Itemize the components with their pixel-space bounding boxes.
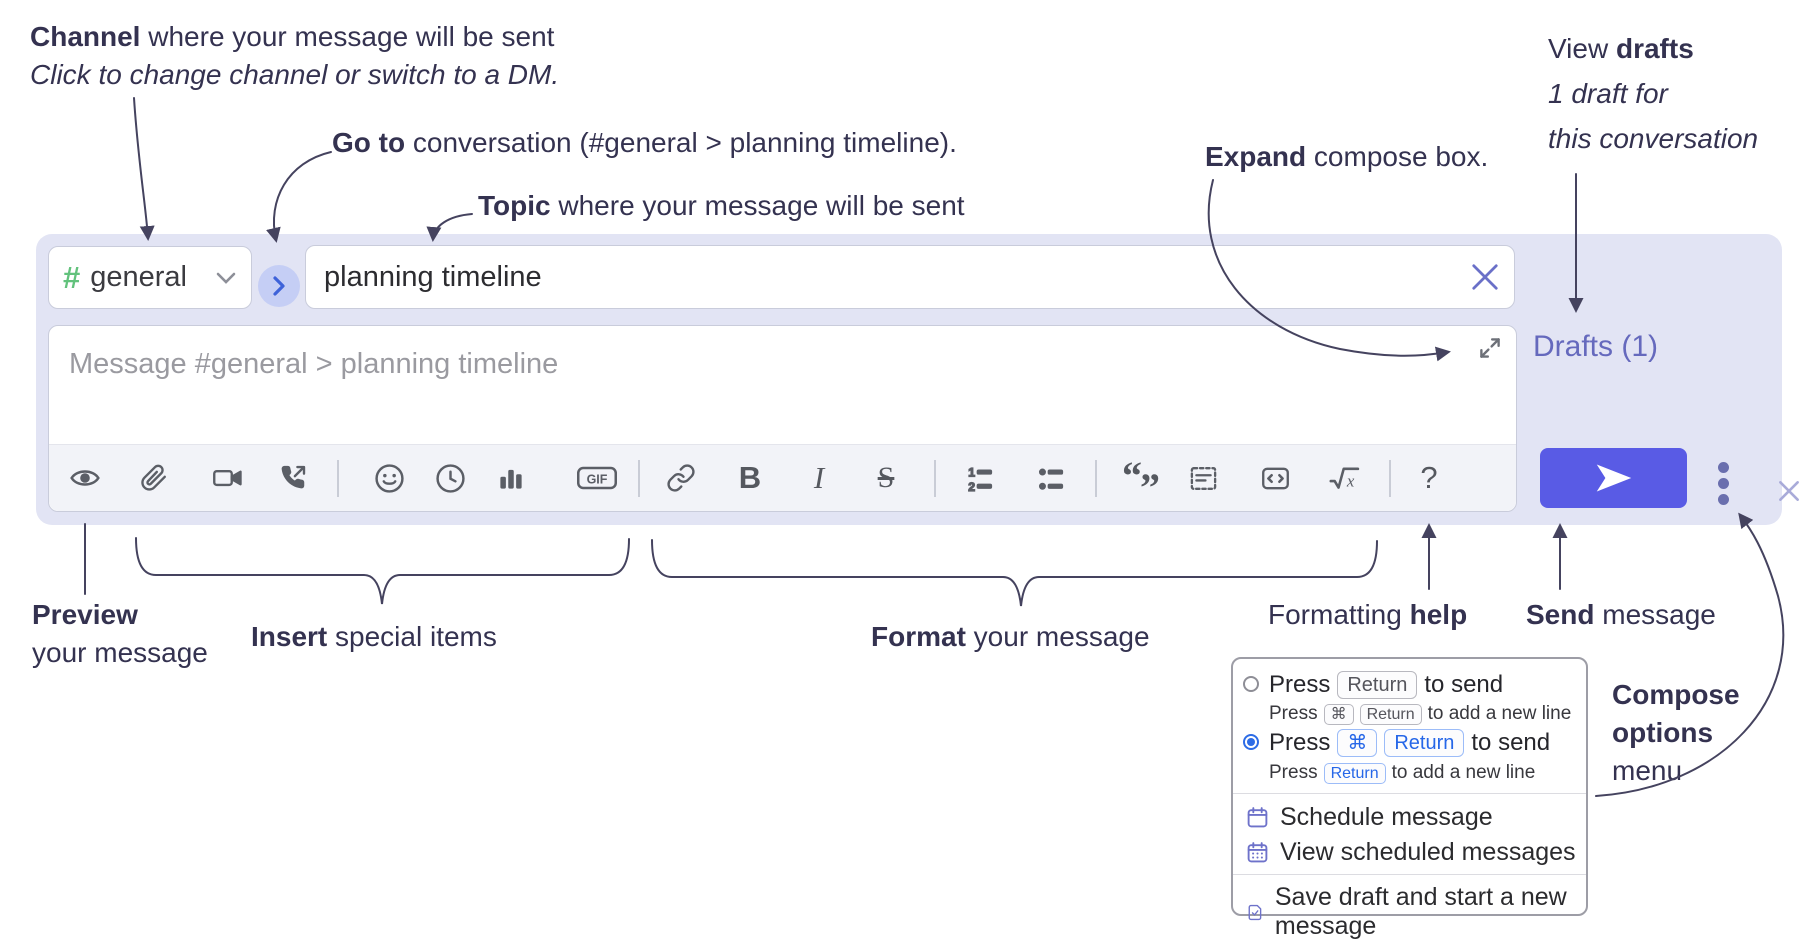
- compose-options-annotation: Compose options menu: [1612, 679, 1740, 786]
- calendar-dots-icon: [1247, 842, 1268, 863]
- goto-annotation: Go to conversation (#general > planning …: [332, 127, 957, 158]
- compose-toolbar: GIF B I S 1 2: [49, 444, 1516, 511]
- toolbar-divider: [1389, 460, 1391, 497]
- code-icon[interactable]: [1253, 456, 1297, 500]
- toolbar-divider: [1095, 460, 1097, 497]
- calendar-icon: [1247, 807, 1268, 828]
- chevron-down-icon: [216, 272, 236, 284]
- drafts-link[interactable]: Drafts (1): [1533, 330, 1659, 363]
- return-key: Return: [1323, 762, 1386, 784]
- send-icon: [1596, 464, 1631, 492]
- svg-text:x: x: [1346, 471, 1355, 490]
- clear-topic-icon[interactable]: [1470, 262, 1500, 292]
- gif-icon[interactable]: GIF: [571, 456, 623, 500]
- spoiler-icon[interactable]: [1181, 456, 1225, 500]
- strikethrough-icon[interactable]: S: [877, 461, 895, 494]
- channel-arrow: [133, 97, 155, 241]
- svg-text:1: 1: [968, 465, 975, 479]
- menu-divider: [1233, 874, 1586, 875]
- view-scheduled-messages-item[interactable]: View scheduled messages: [1246, 838, 1576, 867]
- send-button[interactable]: [1540, 448, 1687, 508]
- insert-brace: [135, 537, 630, 605]
- preview-icon[interactable]: [63, 456, 107, 500]
- toolbar-divider: [638, 460, 640, 497]
- radio-unselected-icon[interactable]: [1243, 676, 1259, 692]
- message-formatting-help-icon[interactable]: ?: [1420, 460, 1438, 495]
- return-key: Return: [1337, 671, 1418, 699]
- return-option-subtext: Press ⌘ Return to add a new line: [1269, 703, 1572, 725]
- italic-icon[interactable]: I: [813, 460, 825, 495]
- video-call-icon[interactable]: [206, 456, 250, 500]
- format-annotation: Format your message: [871, 621, 1150, 652]
- schedule-time-icon[interactable]: [428, 456, 472, 500]
- chevron-right-icon: [273, 276, 285, 296]
- topic-input[interactable]: [324, 246, 1454, 308]
- topic-annotation: Topic where your message will be sent: [478, 190, 965, 221]
- close-compose-icon[interactable]: [1776, 478, 1802, 504]
- quote-icon[interactable]: “ ”: [1122, 453, 1160, 510]
- message-input[interactable]: [49, 326, 1494, 442]
- view-drafts-annotation: View drafts 1 draft for this conversatio…: [1548, 33, 1759, 154]
- channel-annotation: Channel where your message will be sent …: [30, 21, 560, 90]
- save-draft-item[interactable]: Save draft and start a new message: [1246, 883, 1586, 941]
- cmd-return-to-send-option[interactable]: Press ⌘ Return to send: [1243, 729, 1550, 757]
- emoji-icon[interactable]: [367, 456, 411, 500]
- cmd-return-option-subtext: Press Return to add a new line: [1269, 762, 1536, 784]
- goto-arrow: [266, 151, 332, 243]
- menu-divider: [1233, 793, 1586, 794]
- insert-annotation: Insert special items: [251, 621, 497, 652]
- schedule-message-item[interactable]: Schedule message: [1246, 803, 1493, 832]
- send-annotation: Send message: [1526, 599, 1716, 630]
- compose-options-menu: Press Return to send Press ⌘ Return to a…: [1231, 657, 1588, 940]
- svg-text:2: 2: [968, 479, 975, 493]
- bulleted-list-icon[interactable]: [1029, 456, 1073, 500]
- formatting-help-annotation: Formatting help: [1268, 599, 1468, 630]
- cmd-key: ⌘: [1337, 729, 1378, 757]
- link-icon[interactable]: [659, 456, 703, 500]
- return-key: Return: [1384, 729, 1465, 757]
- return-to-send-option[interactable]: Press Return to send: [1243, 671, 1503, 699]
- message-compose-area: GIF B I S 1 2: [48, 325, 1517, 512]
- go-to-conversation-button[interactable]: [258, 265, 300, 307]
- expand-annotation: Expand compose box.: [1205, 141, 1489, 172]
- compose-options-ellipsis-icon[interactable]: [1718, 462, 1730, 510]
- preview-annotation: Preview your message: [32, 599, 208, 668]
- return-key: Return: [1359, 703, 1422, 725]
- expand-compose-icon[interactable]: [1476, 334, 1504, 362]
- toolbar-divider: [934, 460, 936, 497]
- toolbar-divider: [337, 460, 339, 497]
- channel-hash-icon: #: [63, 259, 81, 295]
- draft-check-icon: [1248, 904, 1262, 920]
- poll-icon[interactable]: [489, 456, 533, 500]
- audio-call-icon[interactable]: [271, 456, 315, 500]
- svg-text:GIF: GIF: [587, 473, 608, 487]
- channel-name: general: [90, 261, 187, 293]
- math-icon[interactable]: x: [1323, 456, 1367, 500]
- attach-file-icon[interactable]: [131, 456, 175, 500]
- radio-selected-icon[interactable]: [1243, 734, 1259, 750]
- bold-icon[interactable]: B: [738, 460, 762, 495]
- channel-selector[interactable]: # general: [48, 246, 252, 309]
- cmd-key: ⌘: [1323, 703, 1354, 725]
- numbered-list-icon[interactable]: 1 2: [958, 456, 1002, 500]
- topic-field: [305, 245, 1515, 309]
